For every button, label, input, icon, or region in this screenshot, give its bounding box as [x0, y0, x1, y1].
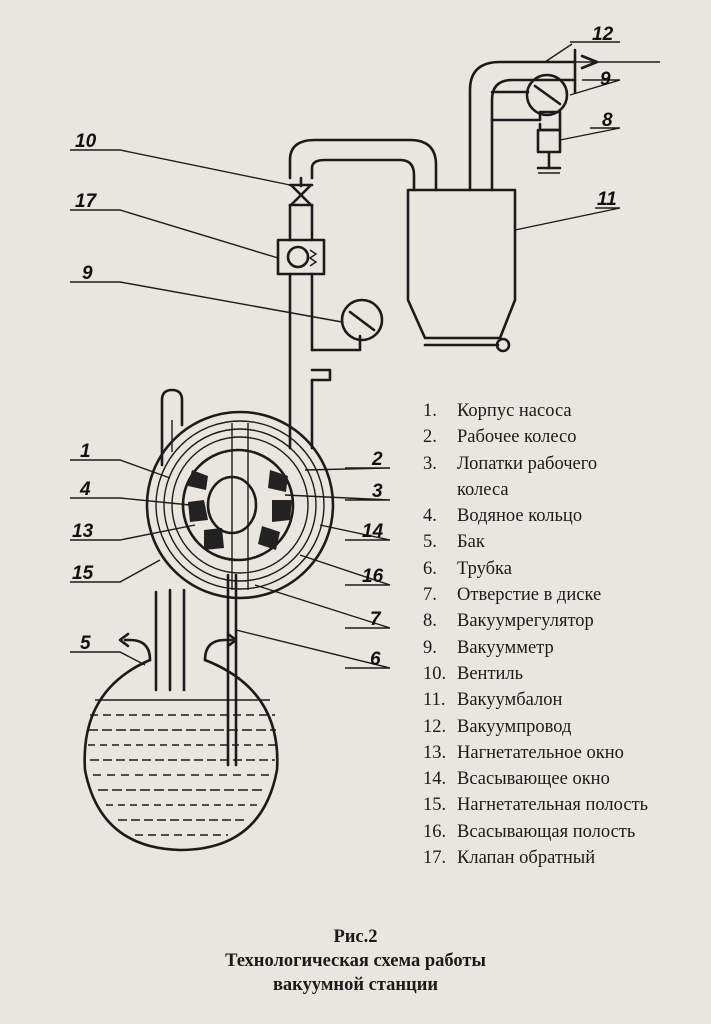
figure-title-line-2: вакуумной станции: [272, 975, 439, 995]
callout-16: 16: [362, 566, 384, 587]
callout-9-top: 9: [600, 69, 611, 90]
callout-5: 5: [80, 633, 91, 654]
callout-13: 13: [72, 521, 94, 542]
legend-item: 10.Вентиль: [423, 663, 524, 684]
pump-body: [145, 410, 335, 600]
callout-15: 15: [72, 563, 94, 584]
suction-pipe: [288, 272, 384, 450]
leader-lines: [70, 41, 621, 669]
vacuum-regulator: [490, 110, 562, 174]
callout-2: 2: [371, 449, 383, 470]
callout-7: 7: [370, 609, 382, 630]
legend-item: 14.Всасывающее окно: [423, 769, 610, 790]
legend-item: 3.Лопатки рабочего: [423, 453, 598, 474]
legend-item: 1.Корпус насоса: [423, 401, 572, 421]
legend-item: 17.Клапан обратный: [423, 848, 596, 869]
legend-item: 8.Вакуумрегулятор: [423, 611, 594, 632]
legend-item: 5.Бак: [423, 532, 485, 553]
figure-title-line-1: Технологическая схема работы: [225, 951, 486, 971]
legend-item: 6.Трубка: [423, 558, 512, 579]
callout-6: 6: [370, 649, 381, 670]
callout-8: 8: [602, 110, 613, 131]
callout-12: 12: [592, 24, 614, 45]
callout-9-mid: 9: [82, 263, 93, 284]
legend-item: 9.Вакуумметр: [423, 637, 554, 658]
legend-item: 2.Рабочее колесо: [423, 427, 577, 448]
legend-item-continuation: колеса: [457, 479, 509, 500]
legend-item: 15.Нагнетательная полость: [423, 795, 649, 816]
callout-3: 3: [372, 481, 383, 502]
vacuum-line: [468, 48, 660, 192]
vacuum-gauge-top: [490, 73, 569, 117]
callout-4: 4: [79, 479, 91, 500]
callout-labels: 12 9 8 11 10 17 9 1 4 13 15 5 2 3 14 16 …: [72, 24, 617, 670]
legend-item: 7.Отверстие в диске: [423, 585, 602, 606]
figure-number: Рис.2: [333, 927, 378, 947]
callout-17: 17: [75, 191, 98, 212]
legend-item: 11.Вакуумбалон: [423, 690, 563, 711]
legend-item: 12.Вакуумпровод: [423, 716, 572, 737]
discharge-pipe: [154, 388, 186, 692]
arc-pipe: [288, 138, 438, 192]
callout-11: 11: [597, 189, 617, 210]
legend-item: 16.Всасывающая полость: [423, 821, 636, 842]
vacuum-receiver: [406, 188, 517, 353]
callout-10: 10: [75, 131, 97, 152]
figure-caption: Рис.2 Технологическая схема работы вакуу…: [0, 925, 711, 997]
check-valve: [276, 203, 326, 276]
tube: [226, 573, 238, 767]
callout-1: 1: [80, 441, 91, 462]
valve: [288, 176, 314, 207]
legend-item: 4.Водяное кольцо: [423, 506, 583, 527]
legend-item: 13.Нагнетательное окно: [423, 742, 624, 763]
legend: 1.Корпус насоса 2.Рабочее колесо 3.Лопат…: [423, 398, 648, 871]
tank: [83, 632, 279, 852]
callout-14: 14: [362, 521, 384, 542]
